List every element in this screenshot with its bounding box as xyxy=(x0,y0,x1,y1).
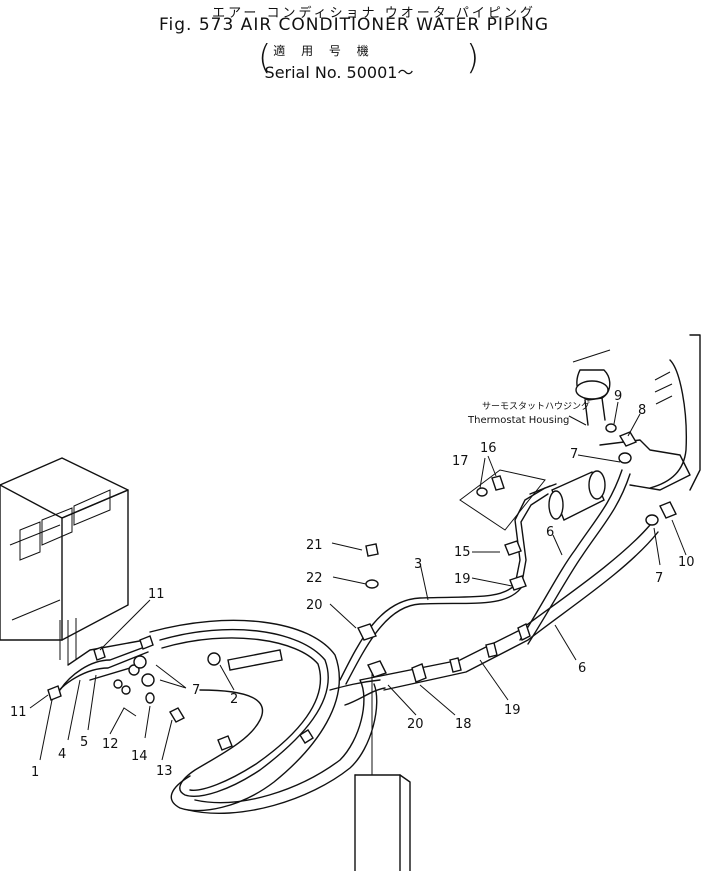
callout-3: 3 xyxy=(414,557,422,572)
callout-10: 10 xyxy=(678,555,695,570)
air-conditioner-unit xyxy=(0,457,129,665)
callout-11a: 11 xyxy=(148,587,165,602)
callout-8: 8 xyxy=(638,403,646,418)
engine-block xyxy=(572,334,701,491)
leader-lines xyxy=(29,401,687,761)
callout-12: 12 xyxy=(102,737,119,752)
applicable-models-label: 適 用 号 機 xyxy=(273,44,375,58)
callout-5: 5 xyxy=(80,735,88,750)
callout-7a: 7 xyxy=(192,683,200,698)
figure-title: Fig. 573 AIR CONDITIONER WATER PIPING xyxy=(158,15,550,35)
callout-15: 15 xyxy=(454,545,471,560)
callout-1: 1 xyxy=(31,765,39,780)
title-japanese: エアー コンディショナ ウオータ パイピング xyxy=(212,6,536,21)
serial-number-range: Serial No. 50001～ xyxy=(264,63,414,82)
callout-14: 14 xyxy=(131,749,148,764)
callout-19a: 19 xyxy=(454,572,471,587)
callout-7b: 7 xyxy=(570,447,578,462)
thermostat-label-jp: サーモスタットハウジング xyxy=(482,400,590,412)
callout-19b: 19 xyxy=(504,703,521,718)
callout-9: 9 xyxy=(614,389,622,404)
callout-17: 17 xyxy=(452,454,469,469)
callout-20a: 20 xyxy=(306,598,323,613)
callout-6b: 6 xyxy=(578,661,586,676)
close-bracket: ) xyxy=(466,38,480,78)
callout-18: 18 xyxy=(455,717,472,732)
open-bracket: ( xyxy=(258,38,272,78)
callout-20b: 20 xyxy=(407,717,424,732)
callout-11b: 11 xyxy=(10,705,27,720)
callout-2: 2 xyxy=(230,692,238,707)
callout-7c: 7 xyxy=(655,571,663,586)
water-filter xyxy=(529,470,606,521)
mount-bracket xyxy=(354,672,411,871)
callout-13: 13 xyxy=(156,764,173,779)
hoses xyxy=(51,469,659,814)
callout-22: 22 xyxy=(306,571,323,586)
callout-4: 4 xyxy=(58,747,66,762)
callouts: 1 2 3 4 5 6 6 7 7 7 8 9 10 11 11 12 13 1… xyxy=(10,389,695,780)
thermostat-label-en: Thermostat Housing xyxy=(467,415,569,426)
callout-16: 16 xyxy=(480,441,497,456)
callout-6a: 6 xyxy=(546,525,554,540)
fittings xyxy=(47,423,677,723)
callout-21: 21 xyxy=(306,538,323,553)
